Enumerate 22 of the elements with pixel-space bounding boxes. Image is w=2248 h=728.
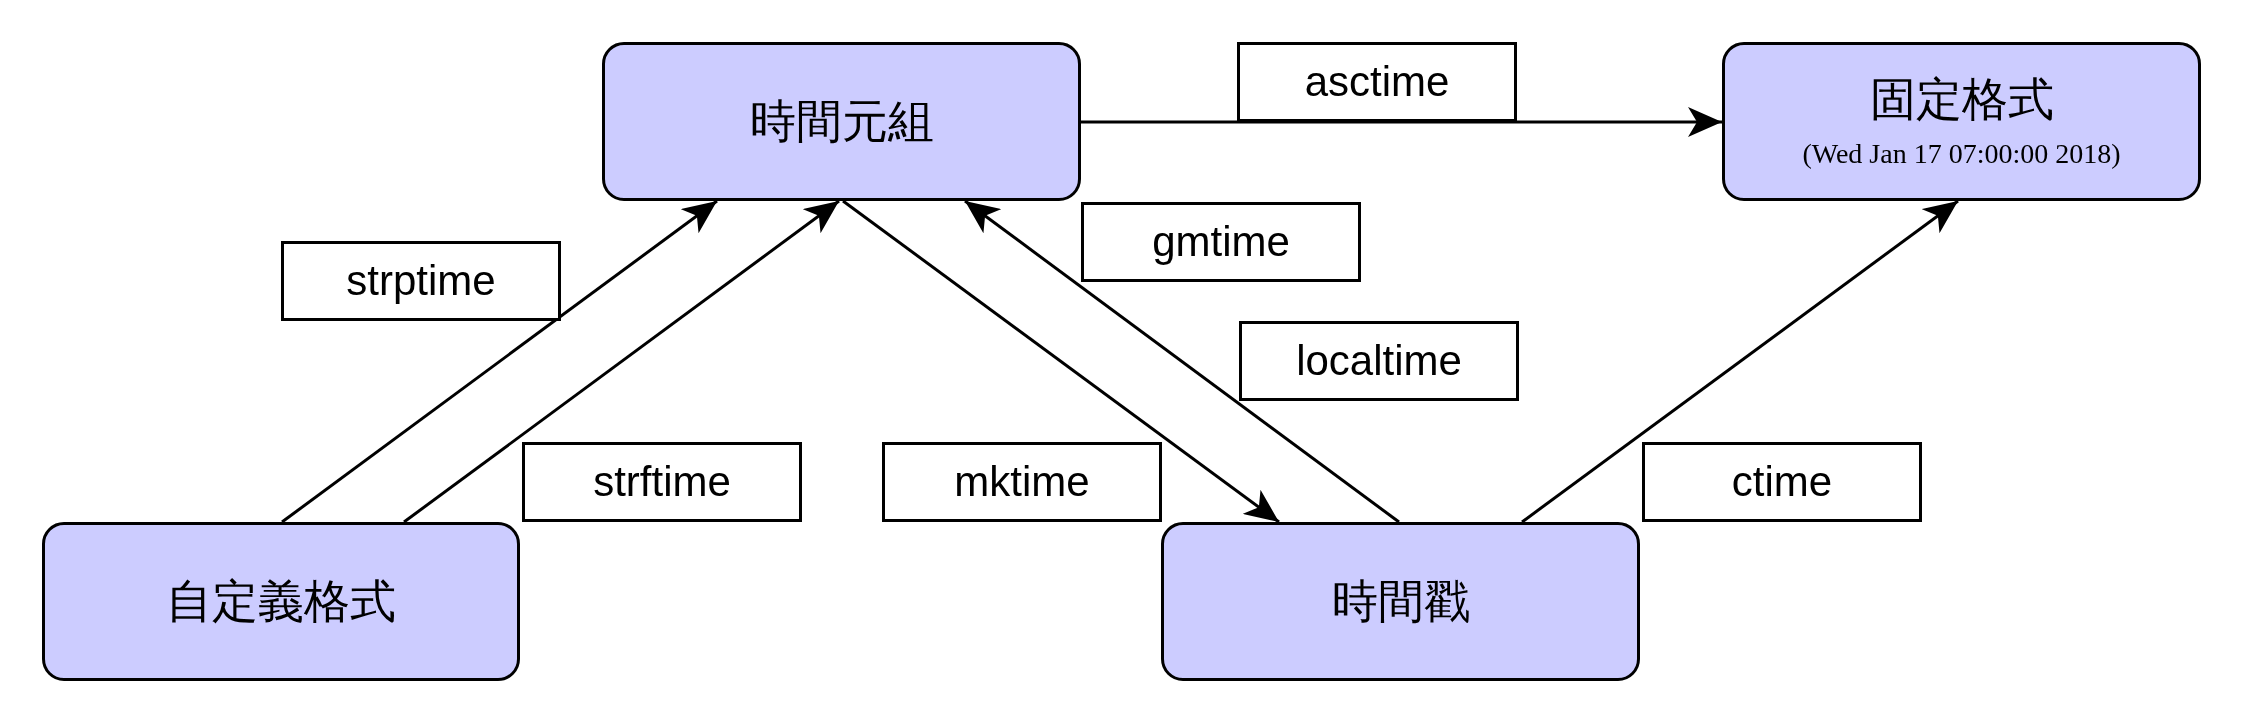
arrow xyxy=(964,199,1400,524)
rounded-box xyxy=(602,42,1081,201)
example-text: (Wed Jan 17 07:00:00 2018) xyxy=(1802,137,2121,170)
arrow xyxy=(1521,199,1959,524)
rounded-box xyxy=(42,522,520,681)
box-title: 固定格式 xyxy=(1869,73,2054,126)
rounded-box xyxy=(1161,522,1640,681)
label-box: gmtime xyxy=(1081,202,1361,282)
edge-label: localtime xyxy=(1239,321,1519,401)
edge-label: mktime xyxy=(882,442,1162,522)
arrow xyxy=(281,199,718,524)
box-title: 時間戳 xyxy=(1331,575,1470,628)
edge-label: asctime xyxy=(1237,42,1517,122)
box-title: 時間元組 xyxy=(749,95,934,148)
box-title: 自定義格式 xyxy=(166,575,396,628)
edge-label: strptime xyxy=(281,241,561,321)
arrow xyxy=(403,199,840,524)
rounded-box xyxy=(1722,42,2201,201)
edge-label: strftime xyxy=(522,442,802,522)
arrow xyxy=(1081,107,1722,137)
edge-label: ctime xyxy=(1642,442,1922,522)
arrow xyxy=(842,199,1280,524)
